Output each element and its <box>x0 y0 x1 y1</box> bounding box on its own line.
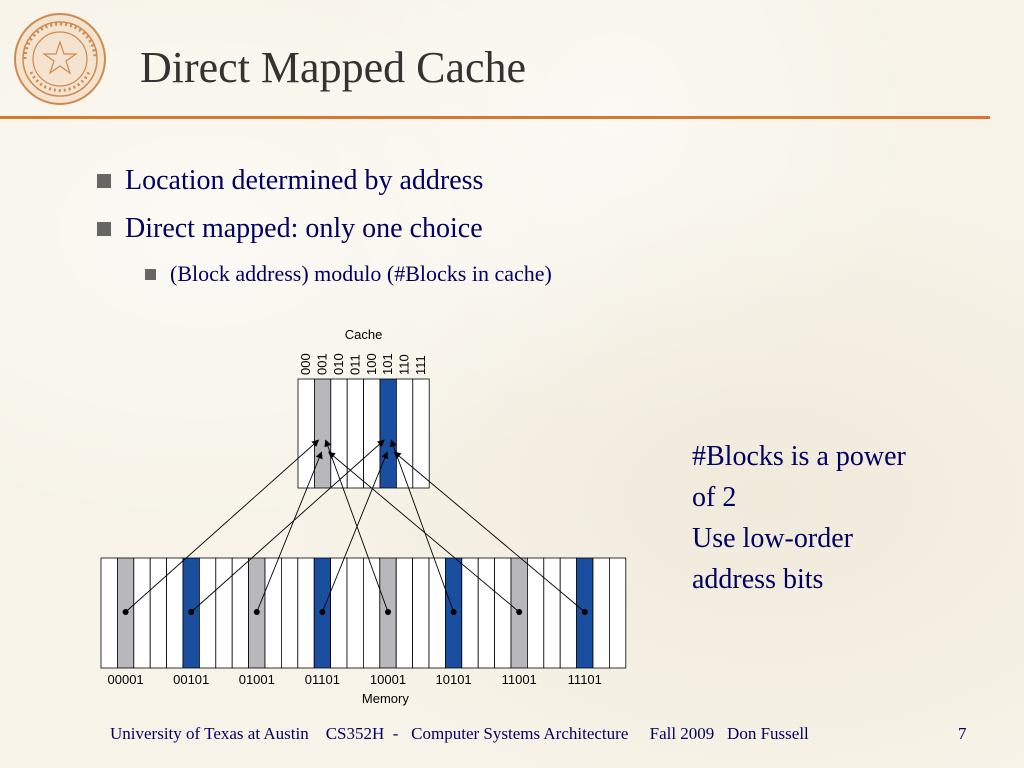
cache-slot-011 <box>346 378 365 489</box>
memory-block <box>477 557 496 669</box>
memory-block <box>215 557 233 669</box>
memory-block <box>231 557 249 669</box>
memory-block-01101 <box>313 557 332 669</box>
memory-block <box>527 557 545 669</box>
side-note-line: Use low-order <box>692 523 853 554</box>
memory-block <box>100 557 118 669</box>
mapping-dot <box>385 609 391 615</box>
memory-block <box>149 557 167 669</box>
mapping-dot <box>319 609 326 615</box>
memory-block <box>461 557 479 669</box>
memory-address-label: 00101 <box>173 672 209 687</box>
bullet-text: Location determined by address <box>125 165 484 196</box>
mapping-arrow-00001 <box>125 439 320 613</box>
mapping-dot <box>516 609 523 615</box>
side-note-line: #Blocks is a power <box>692 441 906 472</box>
memory-block-11101 <box>576 557 594 669</box>
page-number: 7 <box>958 724 967 743</box>
memory-address-label: 01101 <box>305 672 340 687</box>
memory-block <box>395 557 414 669</box>
cache-index-label: 101 <box>380 353 395 375</box>
cache-slot-100 <box>363 378 381 489</box>
memory-block <box>559 557 578 669</box>
memory-address-label: 00001 <box>108 672 144 687</box>
memory-block <box>592 557 610 669</box>
memory-block <box>198 557 217 669</box>
mapping-arrow-01101 <box>321 451 389 613</box>
cache-index-label: 100 <box>364 353 379 375</box>
memory-block-11001 <box>510 557 528 669</box>
memory-address-label: 10101 <box>436 672 472 687</box>
bullet-text: Direct mapped: only one choice <box>125 213 483 244</box>
memory-address-label: 01001 <box>239 672 275 687</box>
mapping-arrow-00101 <box>190 439 385 613</box>
memory-block <box>494 557 512 669</box>
cache-index-label: 110 <box>397 354 412 375</box>
memory-block <box>264 557 282 669</box>
mapping-arrow-11001 <box>328 451 520 613</box>
sub-bullet-modulo: (Block address) modulo (#Blocks in cache… <box>145 261 552 287</box>
university-seal-logo <box>14 13 106 105</box>
memory-block <box>346 557 364 669</box>
memory-block-10101 <box>444 557 463 669</box>
bullet-location: Location determined by address <box>97 165 483 197</box>
cache-slot-101 <box>379 378 397 489</box>
slide-title: Direct Mapped Cache <box>140 43 527 92</box>
mapping-dot <box>450 609 457 615</box>
memory-block-10001 <box>379 557 397 669</box>
memory-block <box>412 557 430 669</box>
slide-footer: University of Texas at Austin CS352H - C… <box>110 724 809 743</box>
memory-block <box>297 557 315 669</box>
bullet-square-icon <box>145 268 156 280</box>
memory-label: Memory <box>362 691 409 706</box>
memory-block <box>330 557 348 669</box>
memory-block-00001 <box>117 557 135 669</box>
mapping-arrow-01001 <box>256 451 323 613</box>
cache-label: Cache <box>345 327 383 342</box>
mapping-dot <box>253 609 260 615</box>
cache-index-label: 111 <box>413 355 428 375</box>
mapping-dot <box>188 609 195 615</box>
memory-block <box>428 557 446 669</box>
memory-block <box>280 557 299 669</box>
mapping-dot <box>122 609 129 615</box>
bullet-direct-mapped: Direct mapped: only one choice <box>97 213 483 245</box>
cache-index-label: 011 <box>347 354 362 375</box>
memory-block-01001 <box>248 557 266 669</box>
bullet-square-icon <box>97 222 111 236</box>
cache-slot-110 <box>395 378 414 489</box>
mapping-arrow-10001 <box>324 439 389 613</box>
mapping-dot <box>581 609 588 615</box>
mapping-arrow-10101 <box>390 439 455 613</box>
bullet-square-icon <box>97 174 111 188</box>
cache-slot-001 <box>313 378 332 489</box>
cache-index-label: 010 <box>331 353 346 375</box>
memory-block <box>133 557 151 669</box>
cache-index-label: 000 <box>298 353 313 375</box>
cache-slot-000 <box>297 378 315 489</box>
memory-block <box>543 557 561 669</box>
mapping-arrow-11101 <box>393 451 586 613</box>
memory-address-label: 11101 <box>568 672 602 687</box>
title-divider <box>0 116 990 119</box>
cache-slot-010 <box>330 378 348 489</box>
cache-index-label: 001 <box>315 353 330 375</box>
side-note: #Blocks is a power of 2 Use low-order ad… <box>692 436 982 600</box>
memory-block <box>362 557 381 669</box>
memory-address-label: 10001 <box>370 672 406 687</box>
memory-block <box>609 557 627 669</box>
side-note-line: address bits <box>692 564 824 595</box>
side-note-line: of 2 <box>692 482 737 513</box>
cache-slot-111 <box>412 378 430 489</box>
memory-block <box>166 557 184 669</box>
sub-bullet-text: (Block address) modulo (#Blocks in cache… <box>170 261 552 286</box>
memory-block-00101 <box>182 557 200 669</box>
memory-address-label: 11001 <box>502 672 537 687</box>
